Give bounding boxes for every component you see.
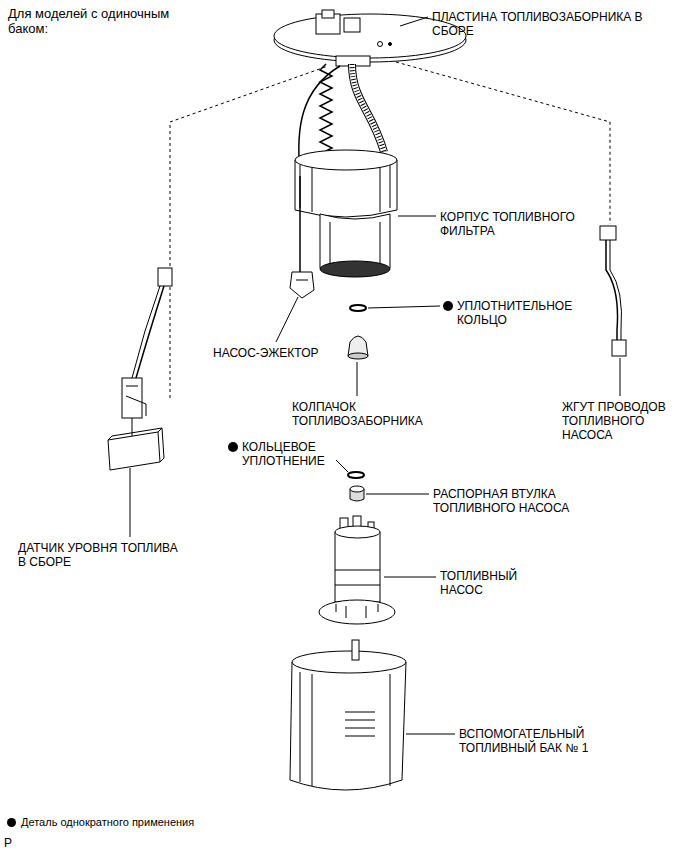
- part-label: ДАТЧИК УРОВНЯ ТОПЛИВА В СБОРЕ: [18, 541, 188, 569]
- part-label: КОЛПАЧОК ТОПЛИВОЗАБОРНИКА: [292, 400, 482, 428]
- legend-row: Деталь однократного применения: [7, 816, 194, 829]
- o-ring: [348, 472, 364, 478]
- part-label: УПЛОТНИТЕЛЬНОЕ КОЛЬЦО: [457, 299, 607, 327]
- label-slot: ТОПЛИВНЫЙ НАСОС: [440, 569, 550, 597]
- part-label: ЖГУТ ПРОВОДОВ ТОПЛИВНОГО НАСОСА: [562, 400, 684, 442]
- suction-cap: [348, 336, 368, 359]
- label-slot: УПЛОТНИТЕЛЬНОЕ КОЛЬЦО: [457, 299, 607, 327]
- label-slot: ВСПОМОГАТЕЛЬНЫЙ ТОПЛИВНЫЙ БАК № 1: [459, 727, 609, 755]
- label-slot: КОЛПАЧОК ТОПЛИВОЗАБОРНИКА: [292, 400, 482, 428]
- alignment-line: [396, 62, 610, 224]
- legend-text: Деталь однократного применения: [21, 816, 194, 829]
- wire-harness: [600, 226, 626, 356]
- single-use-marker: [443, 301, 453, 311]
- pump-spacer: [350, 486, 364, 501]
- label-slot: ЖГУТ ПРОВОДОВ ТОПЛИВНОГО НАСОСА: [562, 400, 684, 442]
- sub-fuel-tank: [290, 640, 406, 790]
- single-use-marker: [228, 442, 238, 452]
- fuel-sender-gauge: [108, 268, 172, 470]
- heading-note: Для моделей с одиночным баком:: [8, 6, 193, 36]
- part-label: РАСПОРНАЯ ВТУЛКА ТОПЛИВНОГО НАСОСА: [433, 487, 598, 515]
- legend-symbol: [7, 818, 16, 827]
- part-label: КОЛЬЦЕВОЕ УПЛОТНЕНИЕ: [242, 440, 352, 468]
- label-slot: P: [4, 836, 34, 850]
- label-slot: КОЛЬЦЕВОЕ УПЛОТНЕНИЕ: [242, 440, 352, 468]
- ejector-pump: [290, 176, 314, 298]
- part-label: ВСПОМОГАТЕЛЬНЫЙ ТОПЛИВНЫЙ БАК № 1: [459, 727, 609, 755]
- label-slot: НАСОС-ЭЖЕКТОР: [213, 346, 343, 360]
- title-slot: Для моделей с одиночным баком:: [8, 6, 193, 36]
- label-slot: РАСПОРНАЯ ВТУЛКА ТОПЛИВНОГО НАСОСА: [433, 487, 598, 515]
- label-slot: ПЛАСТИНА ТОПЛИВОЗАБОРНИКА В СБОРЕ: [432, 10, 644, 38]
- leader-line: [130, 17, 620, 734]
- label-slot: ДАТЧИК УРОВНЯ ТОПЛИВА В СБОРЕ: [18, 541, 188, 569]
- part-label: ПЛАСТИНА ТОПЛИВОЗАБОРНИКА В СБОРЕ: [432, 10, 644, 38]
- label-slot: КОРПУС ТОПЛИВНОГО ФИЛЬТРА: [440, 210, 590, 238]
- part-label: НАСОС-ЭЖЕКТОР: [213, 346, 343, 360]
- part-label: P: [4, 836, 34, 850]
- filter-housing: [295, 150, 397, 277]
- part-label: ТОПЛИВНЫЙ НАСОС: [440, 569, 550, 597]
- part-label: КОРПУС ТОПЛИВНОГО ФИЛЬТРА: [440, 210, 590, 238]
- seal-ring: [350, 305, 366, 311]
- fuel-pump: [319, 516, 395, 624]
